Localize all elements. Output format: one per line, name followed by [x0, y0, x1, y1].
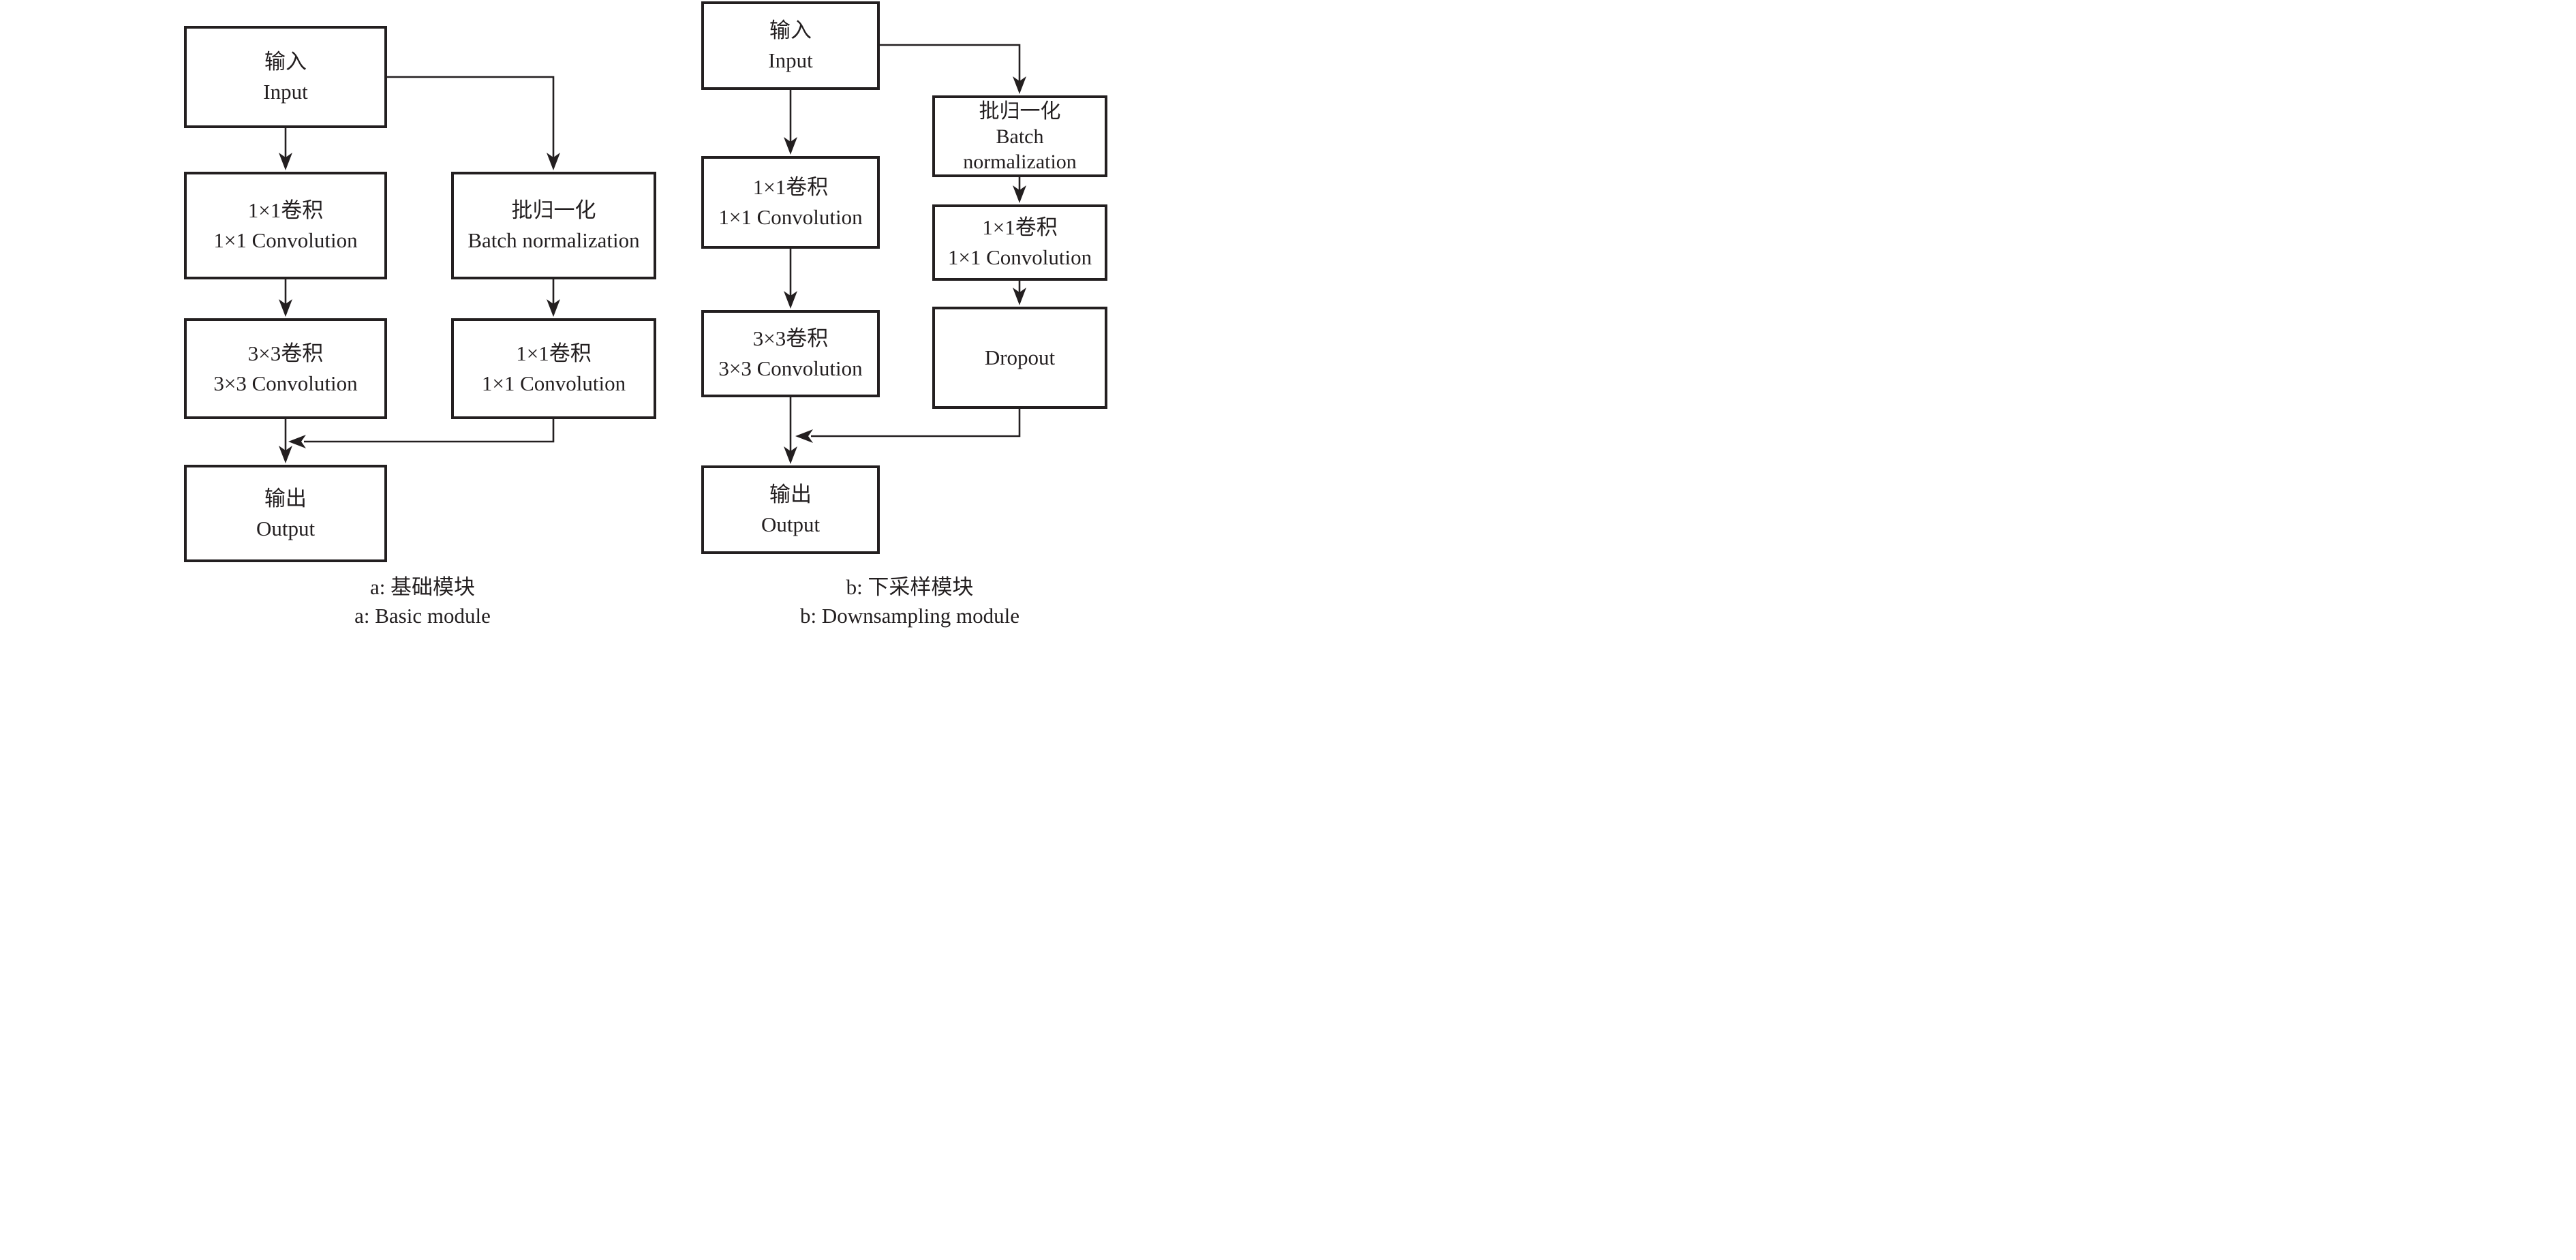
node-label-zh: 3×3卷积 — [247, 341, 324, 365]
node-label-en: Dropout — [984, 345, 1056, 369]
node-a-input: 输入 Input — [184, 26, 387, 128]
arrow-b-conv1x1-to-conv3x3 — [784, 249, 797, 309]
node-label-zh: 1×1卷积 — [982, 215, 1058, 239]
caption-a: a: 基础模块 a: Basic module — [211, 573, 634, 630]
arrow-a-batchnorm-to-conv1x1 — [547, 279, 560, 317]
node-label-en: Output — [256, 516, 316, 540]
node-label-zh: 批归一化 — [511, 198, 596, 222]
node-label-zh: 批归一化 — [979, 99, 1061, 123]
arrow-b-conv1x1-to-dropout — [1013, 281, 1026, 305]
node-label-en: Batch normalization — [467, 228, 640, 252]
node-label-en: normalization — [963, 150, 1077, 173]
node-a-conv1x1-branch: 1×1卷积 1×1 Convolution — [451, 318, 656, 419]
node-label-zh: 输出 — [769, 482, 812, 506]
node-label-en: 1×1 Convolution — [213, 228, 358, 252]
node-b-dropout: Dropout — [932, 307, 1107, 409]
node-label-en: 3×3 Convolution — [718, 356, 863, 380]
arrow-a-conv1x1-to-conv3x3 — [279, 279, 292, 317]
node-label-zh: 1×1卷积 — [247, 198, 324, 222]
node-label-zh: 输入 — [264, 50, 307, 74]
node-b-output: 输出 Output — [701, 465, 880, 554]
node-label-zh: 1×1卷积 — [516, 341, 592, 365]
node-label-zh: 1×1卷积 — [752, 175, 829, 199]
node-label-zh: 输出 — [264, 486, 307, 510]
arrow-b-batchnorm-to-conv1x1 — [1013, 177, 1026, 203]
arrow-a-input-to-batchnorm — [387, 76, 560, 170]
arrow-a-branch-merge — [288, 419, 555, 448]
node-a-conv1x1: 1×1卷积 1×1 Convolution — [184, 172, 387, 279]
node-b-input: 输入 Input — [701, 1, 880, 90]
node-label-en: Output — [761, 512, 821, 536]
arrow-a-conv3x3-to-output — [279, 419, 292, 463]
arrow-b-conv3x3-to-output — [784, 397, 797, 464]
node-b-conv1x1: 1×1卷积 1×1 Convolution — [701, 156, 880, 249]
arrow-b-branch-merge — [795, 409, 1021, 443]
caption-b-zh: b: 下采样模块 — [846, 575, 974, 599]
node-label-en: 3×3 Convolution — [213, 371, 358, 395]
node-label-en: Input — [263, 80, 308, 104]
node-b-conv3x3: 3×3卷积 3×3 Convolution — [701, 310, 880, 397]
node-label-en: Input — [768, 48, 813, 72]
node-a-conv3x3: 3×3卷积 3×3 Convolution — [184, 318, 387, 419]
arrow-b-input-to-batchnorm — [880, 44, 1026, 94]
node-label-zh: 3×3卷积 — [752, 326, 829, 350]
caption-b-en: b: Downsampling module — [799, 604, 1020, 628]
node-a-batch-normalization: 批归一化 Batch normalization — [451, 172, 656, 279]
node-b-batch-normalization: 批归一化 Batch normalization — [932, 95, 1107, 177]
node-label-zh: 输入 — [769, 18, 812, 42]
caption-a-en: a: Basic module — [354, 604, 491, 628]
node-label-en: 1×1 Convolution — [481, 371, 626, 395]
node-label-en: 1×1 Convolution — [718, 205, 863, 229]
module-structure-figure: 输入 Input 1×1卷积 1×1 Convolution 批归一化 Batc… — [0, 0, 1288, 630]
caption-a-zh: a: 基础模块 — [369, 575, 476, 599]
node-a-output: 输出 Output — [184, 465, 387, 562]
arrow-b-input-to-conv1x1 — [784, 90, 797, 155]
flow-arrows — [279, 44, 1026, 464]
arrow-a-input-to-conv1x1 — [279, 128, 292, 170]
node-label-en: 1×1 Convolution — [947, 245, 1092, 269]
node-label-en: Batch — [996, 125, 1044, 148]
caption-b: b: 下采样模块 b: Downsampling module — [699, 573, 1121, 630]
node-b-conv1x1-branch: 1×1卷积 1×1 Convolution — [932, 204, 1107, 281]
